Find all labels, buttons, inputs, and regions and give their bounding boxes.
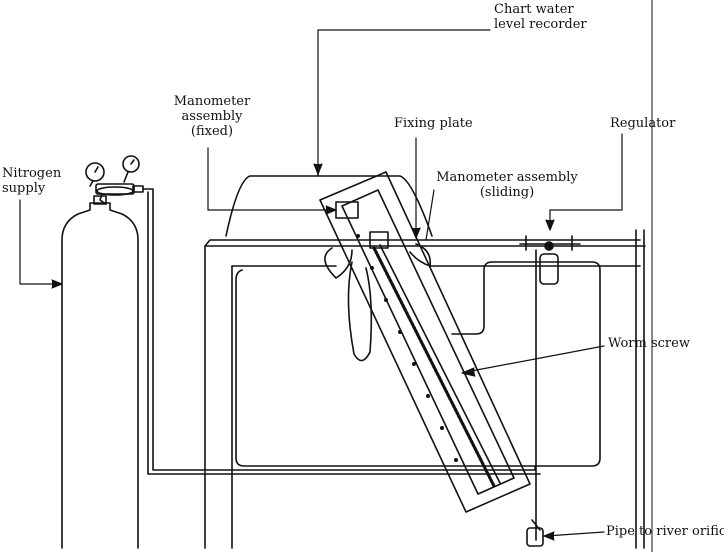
label-manometer-sliding: Manometer assembly (sliding) — [432, 170, 582, 200]
label-manometer-fixed: Manometer assembly (fixed) — [172, 94, 252, 139]
label-nitrogen-supply: Nitrogen supply — [2, 166, 61, 196]
label-line: (fixed) — [190, 124, 234, 139]
label-line: supply — [2, 181, 46, 196]
manometer-sliding-assembly — [319, 171, 531, 513]
label-line: assembly — [181, 109, 243, 124]
label-fixing-plate: Fixing plate — [394, 116, 473, 131]
label-line: level recorder — [494, 17, 587, 32]
nitrogen-cylinder — [61, 195, 139, 549]
support-frame — [204, 229, 646, 549]
leader-lines — [19, 0, 653, 552]
label-line: Manometer — [173, 94, 251, 109]
label-worm-screw: Worm screw — [608, 336, 690, 351]
regulator-valve — [519, 235, 581, 547]
label-line: (sliding) — [479, 185, 535, 200]
label-line: Chart water — [494, 2, 574, 17]
worm-screw — [372, 244, 501, 488]
gas-regulator — [85, 155, 144, 205]
label-regulator: Regulator — [610, 116, 676, 131]
label-pipe-to-river: Pipe to river orifice — [606, 524, 724, 539]
label-line: Nitrogen — [2, 166, 62, 181]
lower-cabinet — [235, 261, 601, 467]
nitrogen-pipe — [142, 188, 541, 475]
label-chart-recorder: Chart water level recorder — [494, 2, 587, 32]
label-line: Manometer assembly — [436, 170, 578, 185]
